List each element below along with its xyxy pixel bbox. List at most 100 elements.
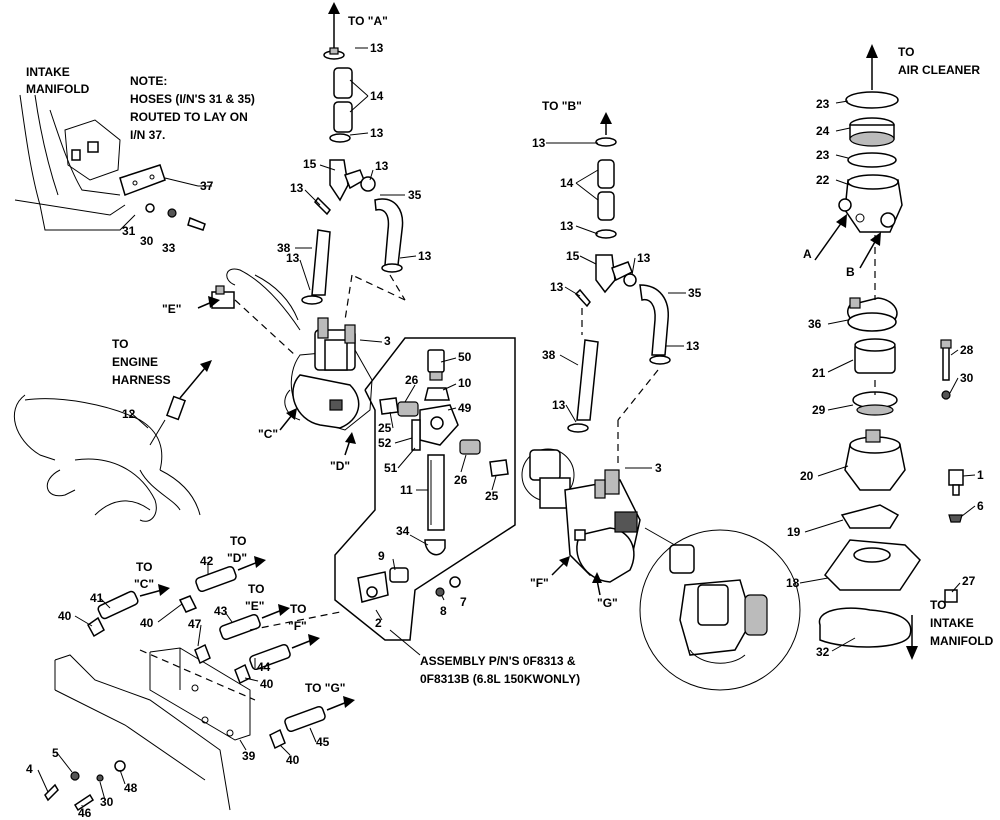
part-number-41: 41 bbox=[90, 591, 104, 605]
part-number-8: 8 bbox=[440, 604, 447, 618]
part-number-39: 39 bbox=[242, 749, 256, 763]
callout-g: "G" bbox=[597, 596, 618, 610]
to-d-line2: "D" bbox=[227, 551, 247, 565]
part-number-18: 18 bbox=[786, 576, 800, 590]
part-number-23: 23 bbox=[816, 97, 830, 111]
assembly-note-line1: ASSEMBLY P/N'S 0F8313 & bbox=[420, 654, 576, 668]
leader-lines bbox=[37, 47, 976, 806]
assembly-note-line2: 0F8313B (6.8L 150KWONLY) bbox=[420, 672, 580, 686]
part-number-46: 46 bbox=[78, 806, 92, 820]
manifold-bracket-assembly bbox=[44, 556, 355, 812]
part-number-13: 13 bbox=[370, 126, 384, 140]
part-number-25: 25 bbox=[378, 421, 392, 435]
to-d-line1: TO bbox=[230, 534, 246, 548]
part-number-13: 13 bbox=[560, 219, 574, 233]
note-line3: ROUTED TO LAY ON bbox=[130, 110, 248, 124]
part-number-40: 40 bbox=[260, 677, 274, 691]
to-b-label: TO "B" bbox=[542, 99, 582, 113]
hose-stack-a bbox=[301, 2, 406, 321]
to-c-line2: "C" bbox=[134, 577, 154, 591]
part-number-25: 25 bbox=[485, 489, 499, 503]
to-e-line1: TO bbox=[248, 582, 264, 596]
callout-b: B bbox=[846, 265, 855, 279]
part-number-13: 13 bbox=[290, 181, 304, 195]
part-number-14: 14 bbox=[560, 176, 574, 190]
part-number-32: 32 bbox=[816, 645, 830, 659]
part-number-51: 51 bbox=[384, 461, 398, 475]
to-f-line2: "F" bbox=[288, 619, 307, 633]
part-number-42: 42 bbox=[200, 554, 214, 568]
note-line4: I/N 37. bbox=[130, 128, 165, 142]
to-engine-harness-line1: TO bbox=[112, 337, 128, 351]
callout-d: "D" bbox=[330, 459, 350, 473]
part-number-15: 15 bbox=[566, 249, 580, 263]
part-number-1: 1 bbox=[977, 468, 984, 482]
part-number-23: 23 bbox=[816, 148, 830, 162]
part-number-12: 12 bbox=[122, 407, 136, 421]
part-number-36: 36 bbox=[808, 317, 822, 331]
engine-harness-wires bbox=[13, 360, 212, 522]
intake-manifold-label-line1: INTAKE bbox=[26, 65, 70, 79]
part-number-43: 43 bbox=[214, 604, 228, 618]
part-number-11: 11 bbox=[400, 483, 413, 497]
part-number-20: 20 bbox=[800, 469, 814, 483]
part-number-26: 26 bbox=[405, 373, 419, 387]
part-number-29: 29 bbox=[812, 403, 826, 417]
part-number-13: 13 bbox=[552, 398, 566, 412]
to-a-label: TO "A" bbox=[348, 14, 388, 28]
part-number-33: 33 bbox=[162, 241, 176, 255]
to-g-label: TO "G" bbox=[305, 681, 346, 695]
part-number-52: 52 bbox=[378, 436, 392, 450]
part-number-10: 10 bbox=[458, 376, 472, 390]
callout-a: A bbox=[803, 247, 812, 261]
part-number-44: 44 bbox=[257, 660, 271, 674]
part-number-15: 15 bbox=[303, 157, 317, 171]
to-engine-harness-line2: ENGINE bbox=[112, 355, 158, 369]
part-number-40: 40 bbox=[58, 609, 72, 623]
part-number-14: 14 bbox=[370, 89, 384, 103]
part-number-38: 38 bbox=[542, 348, 556, 362]
part-number-13: 13 bbox=[550, 280, 564, 294]
part-number-30: 30 bbox=[100, 795, 114, 809]
to-intake-line2: INTAKE bbox=[930, 616, 974, 630]
regulator-assembly-right bbox=[521, 448, 801, 691]
to-f-line1: TO bbox=[290, 602, 306, 616]
note-line1: NOTE: bbox=[130, 74, 167, 88]
part-number-5: 5 bbox=[52, 746, 59, 760]
part-number-35: 35 bbox=[688, 286, 702, 300]
part-number-3: 3 bbox=[384, 334, 391, 348]
part-number-24: 24 bbox=[816, 124, 830, 138]
part-number-30: 30 bbox=[140, 234, 154, 248]
part-number-13: 13 bbox=[686, 339, 700, 353]
hose-stack-b bbox=[567, 112, 671, 465]
callout-f: "F" bbox=[530, 576, 549, 590]
part-number-30: 30 bbox=[960, 371, 974, 385]
part-number-9: 9 bbox=[378, 549, 385, 563]
intake-manifold-drawing bbox=[14, 94, 206, 231]
callout-e: "E" bbox=[162, 302, 181, 316]
part-number-7: 7 bbox=[460, 595, 467, 609]
regulator-assembly-left bbox=[211, 268, 373, 431]
part-number-38: 38 bbox=[277, 241, 291, 255]
part-number-40: 40 bbox=[286, 753, 300, 767]
intake-manifold-label-line2: MANIFOLD bbox=[26, 82, 90, 96]
part-number-49: 49 bbox=[458, 401, 472, 415]
part-number-6: 6 bbox=[977, 499, 984, 513]
to-intake-line1: TO bbox=[930, 598, 946, 612]
part-number-4: 4 bbox=[26, 762, 33, 776]
to-e-line2: "E" bbox=[245, 599, 264, 613]
part-number-40: 40 bbox=[140, 616, 154, 630]
assembly-outline bbox=[334, 337, 516, 656]
part-number-27: 27 bbox=[962, 574, 976, 588]
part-number-21: 21 bbox=[812, 366, 826, 380]
to-c-line1: TO bbox=[136, 560, 152, 574]
part-number-34: 34 bbox=[396, 524, 410, 538]
part-number-37: 37 bbox=[200, 179, 214, 193]
part-number-2: 2 bbox=[375, 616, 382, 630]
part-number-50: 50 bbox=[458, 350, 472, 364]
part-number-3: 3 bbox=[655, 461, 662, 475]
to-engine-harness-line3: HARNESS bbox=[112, 373, 171, 387]
air-cleaner-stack bbox=[814, 44, 964, 660]
callout-arrows bbox=[197, 296, 602, 596]
